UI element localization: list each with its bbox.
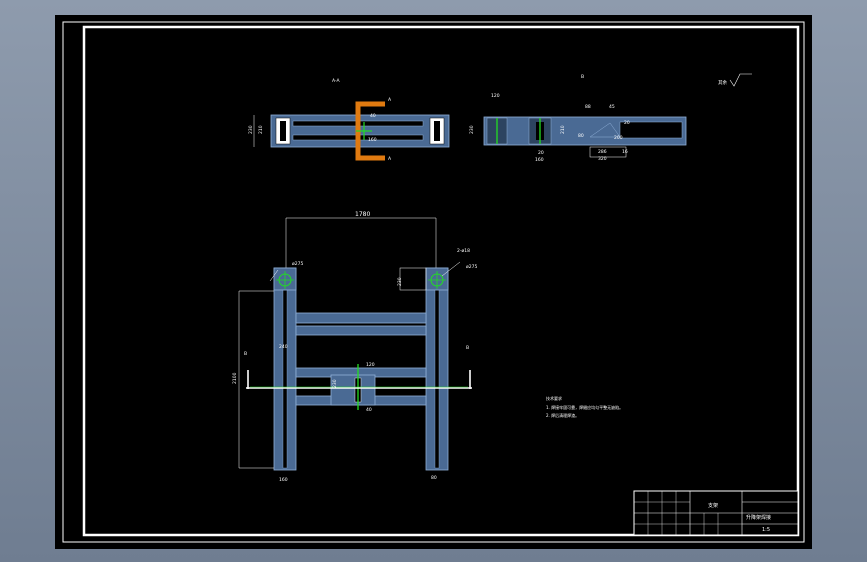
dim-20-right: 20 xyxy=(624,120,630,126)
dim-160: 160 xyxy=(368,137,377,143)
dim-120: 120 xyxy=(366,362,375,368)
dim-80: 80 xyxy=(578,133,584,139)
cross-member xyxy=(295,312,427,324)
dim-210: 210 xyxy=(258,125,264,134)
outer-border xyxy=(62,21,805,543)
dim-230: 230 xyxy=(469,125,475,134)
beam-opening xyxy=(619,121,683,139)
right-post-slot xyxy=(434,289,440,469)
dim-box xyxy=(589,146,627,158)
dim-40: 40 xyxy=(366,407,372,413)
dim-210: 210 xyxy=(560,125,566,134)
end-block-left-hole xyxy=(280,121,286,141)
end-block-right-hole xyxy=(434,121,440,141)
section-mark-b-right: B xyxy=(466,345,469,351)
top-left-view: A-A 230 210 40 160 A A xyxy=(248,78,450,162)
dim-45: 45 xyxy=(609,104,615,110)
section-mark-a-top: A xyxy=(388,97,392,103)
dim-2100: 2100 xyxy=(232,372,238,384)
title-part-name: 升降架焊接 xyxy=(746,514,771,521)
title-drawing-name: 支架 xyxy=(708,502,718,509)
dim-240: 240 xyxy=(279,344,288,350)
main-view: 1780 B B ø275 2-ø18 xyxy=(232,211,477,483)
cross-member xyxy=(295,325,427,336)
dim-20: 20 xyxy=(538,150,544,156)
leader-line xyxy=(269,269,279,282)
inner-border xyxy=(82,25,800,537)
roughness-symbol: 其余 xyxy=(718,73,752,87)
dim-160: 160 xyxy=(535,157,544,163)
callout-phi275-left: ø275 xyxy=(292,261,303,267)
center-block xyxy=(330,374,376,406)
dim-286: 286 xyxy=(598,149,607,155)
callout-2-phi18: 2-ø18 xyxy=(457,248,470,254)
view-label-b: B xyxy=(581,74,584,80)
dim-200: 200 xyxy=(614,135,623,141)
dim-1780: 1780 xyxy=(355,211,370,218)
dim-230-center: 230 xyxy=(332,379,338,388)
dim-40: 40 xyxy=(370,113,376,119)
dim-box xyxy=(399,267,427,291)
callout-phi275-right: ø275 xyxy=(466,264,477,270)
dim-80: 80 xyxy=(431,475,437,481)
section-mark-b-left: B xyxy=(244,351,247,357)
dim-160: 160 xyxy=(279,477,288,483)
roughness-mark xyxy=(729,73,752,87)
wedge-detail xyxy=(589,122,621,138)
title-scale: 1:5 xyxy=(762,527,770,533)
notes-heading: 技术要求 xyxy=(546,395,562,401)
dim-230: 230 xyxy=(248,125,254,134)
notes-line-2: 2. 焊后清理焊渣。 xyxy=(546,412,579,418)
section-mark-a-bottom: A xyxy=(388,156,392,162)
technical-notes: 技术要求 1. 焊接牢固可靠，焊缝应均匀平整无缺陷。 2. 焊后清理焊渣。 xyxy=(546,395,623,418)
leader-line xyxy=(441,261,461,277)
view-label-a: A-A xyxy=(332,78,341,84)
left-post-slot xyxy=(282,289,288,469)
dim-16: 16 xyxy=(622,149,628,155)
title-block: 支架 升降架焊接 1:5 xyxy=(633,490,799,536)
dim-88: 88 xyxy=(585,104,591,110)
dim-120: 120 xyxy=(491,93,500,99)
notes-line-1: 1. 焊接牢固可靠，焊缝应均匀平整无缺陷。 xyxy=(546,404,623,410)
top-right-view: B 120 230 210 20 160 88 45 80 200 286 32… xyxy=(469,74,687,163)
roughness-text: 其余 xyxy=(718,79,727,86)
dim-320: 320 xyxy=(598,156,607,162)
dim-230-right: 230 xyxy=(397,277,403,286)
